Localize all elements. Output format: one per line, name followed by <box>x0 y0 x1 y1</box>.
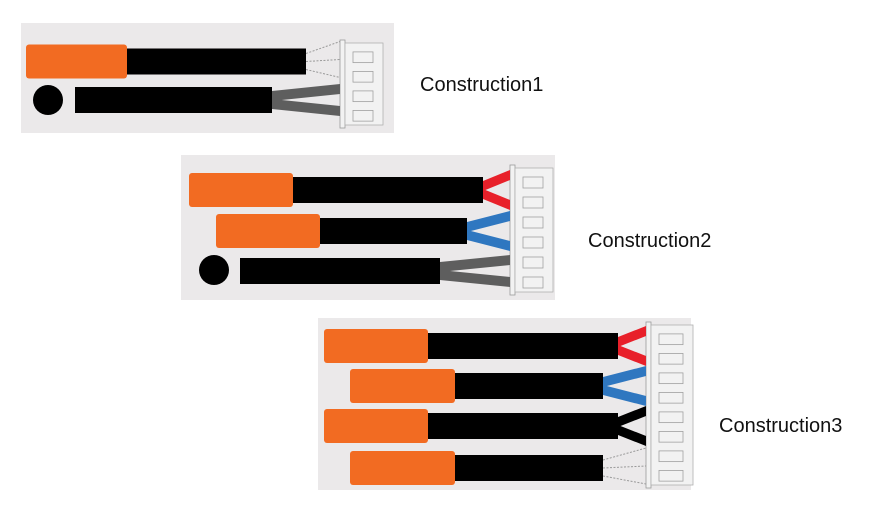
wire-blue <box>603 366 646 387</box>
construction2-panel <box>181 155 555 300</box>
construction3-label: Construction3 <box>719 415 843 437</box>
cable <box>75 87 272 113</box>
bulb-probe <box>199 255 229 285</box>
connector-pin <box>352 110 374 122</box>
construction3-panel <box>318 318 694 490</box>
flat-probe <box>26 44 127 79</box>
sensor-flat <box>324 326 646 366</box>
wire-gray <box>272 99 340 116</box>
sensor-flat <box>350 366 646 406</box>
wire-gray <box>440 255 510 272</box>
connector-pin <box>658 372 684 385</box>
sensor-flat <box>189 170 510 210</box>
flat-probe <box>350 451 455 485</box>
wire-black <box>618 425 646 446</box>
connector-pin <box>522 176 544 189</box>
wire <box>305 59 341 62</box>
bulb-probe <box>33 85 63 115</box>
connector-pin <box>522 236 544 249</box>
cable <box>453 373 603 399</box>
wire <box>602 465 647 469</box>
wire-black <box>618 406 646 427</box>
connector-pin <box>658 450 684 463</box>
connector-housing <box>344 42 384 126</box>
connector-pin <box>658 430 684 443</box>
wire <box>602 475 647 485</box>
sensor-flat <box>350 447 647 485</box>
construction1-panel <box>21 23 394 133</box>
cable <box>453 455 603 481</box>
wire-red <box>483 170 510 191</box>
connector-pin <box>658 469 684 482</box>
connector-housing <box>650 324 694 486</box>
wire <box>305 69 341 78</box>
wire-red <box>618 345 646 366</box>
cable <box>240 258 440 284</box>
connector-pin <box>658 333 684 346</box>
wire-blue <box>467 230 510 251</box>
wire <box>602 447 647 461</box>
wire-gray <box>272 84 340 101</box>
wire-red <box>483 189 510 210</box>
flat-probe <box>324 409 428 443</box>
connector-pin <box>352 90 374 103</box>
flat-probe <box>350 369 455 403</box>
construction1-label: Construction1 <box>420 74 544 96</box>
wire-red <box>618 326 646 347</box>
cable <box>125 48 306 75</box>
flat-probe <box>189 173 293 207</box>
sensor-bulb <box>199 255 510 287</box>
connector-pin <box>522 276 544 289</box>
cable <box>318 218 467 244</box>
connector-edge <box>645 321 652 489</box>
cable <box>426 413 618 439</box>
connector-edge <box>509 164 516 296</box>
flat-probe <box>324 329 428 363</box>
connector-pin <box>658 391 684 404</box>
sensor-flat <box>216 211 510 251</box>
wire <box>305 41 341 54</box>
wire-blue <box>603 385 646 406</box>
construction2-label: Construction2 <box>588 230 712 252</box>
connector-pin <box>658 411 684 424</box>
cable <box>426 333 618 359</box>
sensor-bulb <box>33 84 340 116</box>
connector-pin <box>522 216 544 229</box>
sensor-flat <box>26 41 341 79</box>
flat-probe <box>216 214 320 248</box>
sensor-flat <box>324 406 646 446</box>
cable <box>291 177 483 203</box>
connector-pin <box>522 196 544 209</box>
connector-edge <box>339 39 346 129</box>
wire-gray <box>440 270 510 287</box>
connector-pin <box>352 51 374 64</box>
connector-pin <box>352 71 374 83</box>
wire-blue <box>467 211 510 232</box>
connector-housing <box>514 167 554 293</box>
connector-pin <box>522 256 544 269</box>
connector-pin <box>658 352 684 365</box>
